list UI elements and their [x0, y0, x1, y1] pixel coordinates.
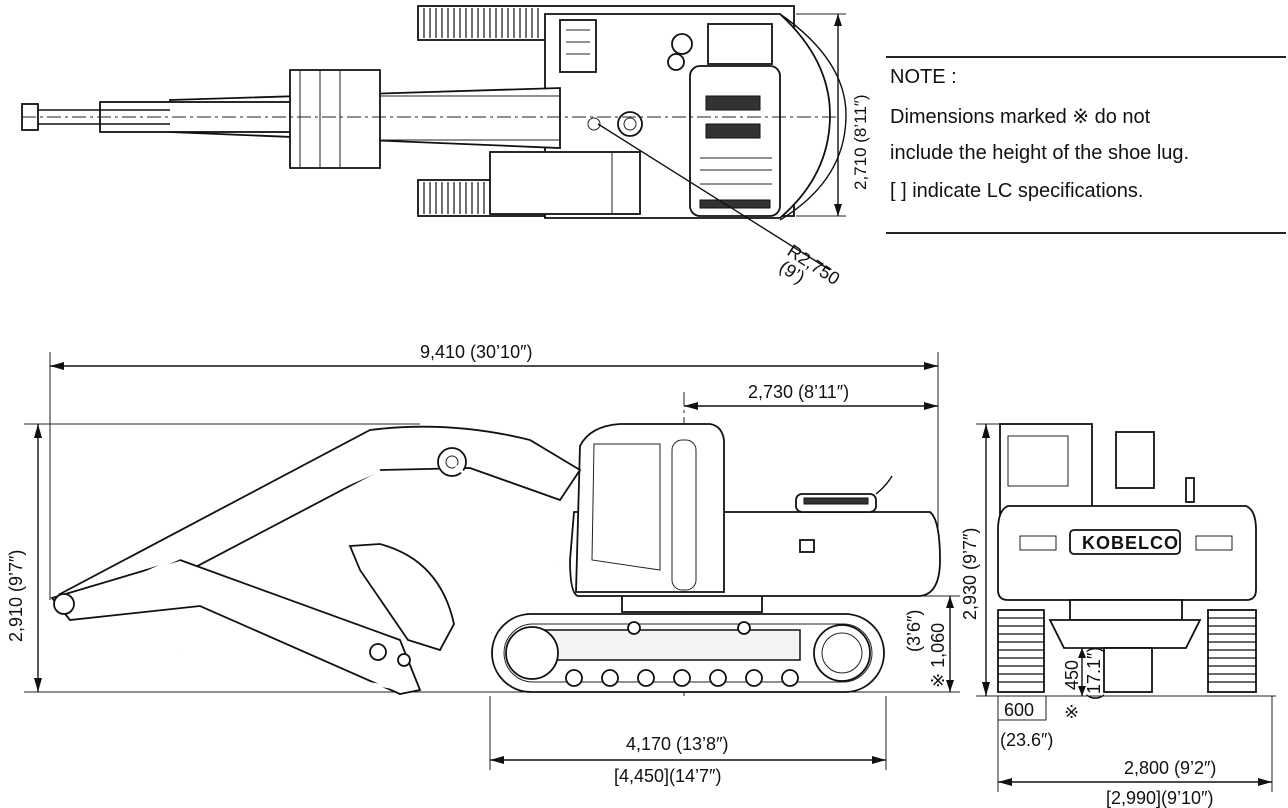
top-view-engine-hood	[689, 65, 781, 217]
side-view-track-length: 4,170 (13’8″)	[626, 734, 728, 754]
top-view	[21, 5, 847, 271]
side-view-cab	[575, 423, 725, 593]
front-view-shoe-width: 600	[1004, 700, 1034, 720]
side-view-bucket	[348, 543, 455, 652]
side-view-counterweight-clearance-imperial: (3’6″)	[904, 610, 924, 652]
front-view-overall-width-lc: [2,990](9’10″)	[1106, 788, 1213, 808]
front-view-ground-clearance-imperial: (17.1″)	[1084, 647, 1104, 700]
side-view-overall-length: 9,410 (30’10″)	[420, 342, 532, 362]
side-view	[24, 352, 960, 770]
front-view-cab	[999, 423, 1093, 515]
side-view-arm	[50, 559, 422, 695]
note-top-rule	[886, 56, 1286, 58]
note-line-2: include the height of the shoe lug.	[890, 142, 1190, 164]
side-view-overall-height: 2,910 (9’7″)	[6, 550, 26, 642]
front-view-ground-clearance-mark: ※	[1064, 702, 1079, 722]
note-line-1: Dimensions marked ※ do not	[890, 106, 1151, 128]
note-line-3: [ ] indicate LC specifications.	[890, 180, 1144, 202]
front-view-cab-height: 2,930 (9’7″)	[960, 528, 980, 620]
front-view-brand-plate	[1069, 529, 1181, 555]
side-view-track-length-lc: [4,450](14’7″)	[614, 766, 721, 786]
front-view-brand-text: KOBELCO	[1082, 533, 1179, 553]
side-view-counterweight-clearance: ※ 1,060	[928, 623, 948, 688]
note-title: NOTE :	[890, 66, 957, 88]
top-view-cab	[489, 151, 641, 215]
side-view-track-rollers	[565, 621, 799, 687]
front-view-shoe-width-imperial: (23.6″)	[1000, 730, 1053, 750]
front-view-right-track	[1207, 609, 1257, 693]
note-box: NOTE : Dimensions marked ※ do not includ…	[886, 56, 1286, 296]
front-view	[976, 423, 1276, 792]
top-view-bucket	[289, 69, 381, 169]
front-view-overall-width: 2,800 (9’2″)	[1124, 758, 1216, 778]
note-bottom-rule	[886, 232, 1286, 234]
side-view-tail-length: 2,730 (8’11″)	[748, 382, 849, 402]
top-view-width-dimension: 2,710 (8’11″)	[851, 95, 870, 190]
front-view-left-track	[997, 609, 1045, 693]
front-view-ground-clearance: 450	[1062, 660, 1082, 690]
